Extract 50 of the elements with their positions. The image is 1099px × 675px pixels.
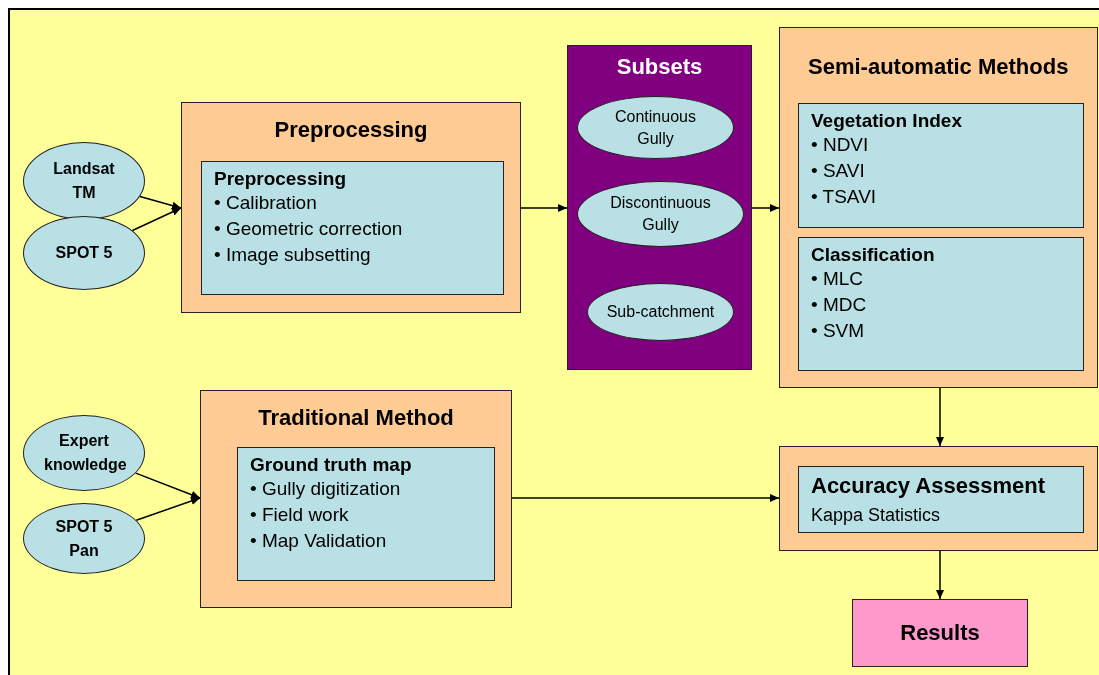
group-heading: Preprocessing	[273, 117, 429, 143]
box-text: Kappa Statistics	[811, 505, 942, 526]
bullet-item: • Image subsetting	[214, 243, 372, 267]
group-box	[200, 390, 512, 608]
arrow	[135, 472, 201, 499]
node-label: Sub-catchment	[605, 302, 716, 322]
method-box	[798, 237, 1084, 371]
group-box	[779, 27, 1098, 388]
method-box	[798, 103, 1084, 228]
group-heading: Traditional Method	[257, 405, 455, 431]
node-label: Landsat TM	[52, 159, 116, 203]
box-heading: Classification	[811, 244, 936, 266]
box-heading: Ground truth map	[250, 454, 413, 476]
bullet-item: • SVM	[811, 319, 866, 343]
arrow	[511, 494, 780, 502]
group-heading: Subsets	[615, 54, 704, 80]
bullet-item: • TSAVI	[811, 185, 878, 209]
bullet-item: • Field work	[250, 503, 350, 527]
arrow	[751, 204, 780, 212]
arrow	[139, 195, 182, 210]
bullet-item: • Calibration	[214, 191, 318, 215]
subsets-panel	[567, 45, 752, 370]
node-label: Expert knowledge	[44, 431, 124, 475]
result-box	[852, 599, 1028, 667]
method-box	[798, 466, 1084, 533]
bullet-item: • SAVI	[811, 159, 866, 183]
box-heading: Vegetation Index	[811, 110, 963, 132]
node-label: Discontinuous Gully	[609, 193, 712, 235]
node-label: SPOT 5 Pan	[54, 516, 114, 561]
node-label: Results	[900, 620, 980, 646]
arrow	[131, 207, 182, 232]
box-heading: Accuracy Assessment	[811, 473, 1046, 499]
group-box	[181, 102, 521, 313]
method-box	[237, 447, 495, 581]
group-heading: Semi-automatic Methods	[808, 54, 1070, 80]
arrow	[936, 387, 944, 447]
group-box	[779, 446, 1098, 551]
bullet-item: • Map Validation	[250, 529, 388, 553]
bullet-item: • Geometric correction	[214, 217, 404, 241]
bullet-item: • Gully digitization	[250, 477, 402, 501]
bullet-item: • MLC	[811, 267, 865, 291]
method-box	[201, 161, 504, 295]
bullet-item: • NDVI	[811, 133, 870, 157]
box-heading: Preprocessing	[214, 168, 347, 190]
bullet-item: • MDC	[811, 293, 868, 317]
arrow	[936, 550, 944, 600]
node-label: SPOT 5	[54, 243, 114, 263]
arrow	[135, 497, 201, 521]
arrow	[520, 204, 568, 212]
node-label: Continuous Gully	[614, 106, 697, 149]
